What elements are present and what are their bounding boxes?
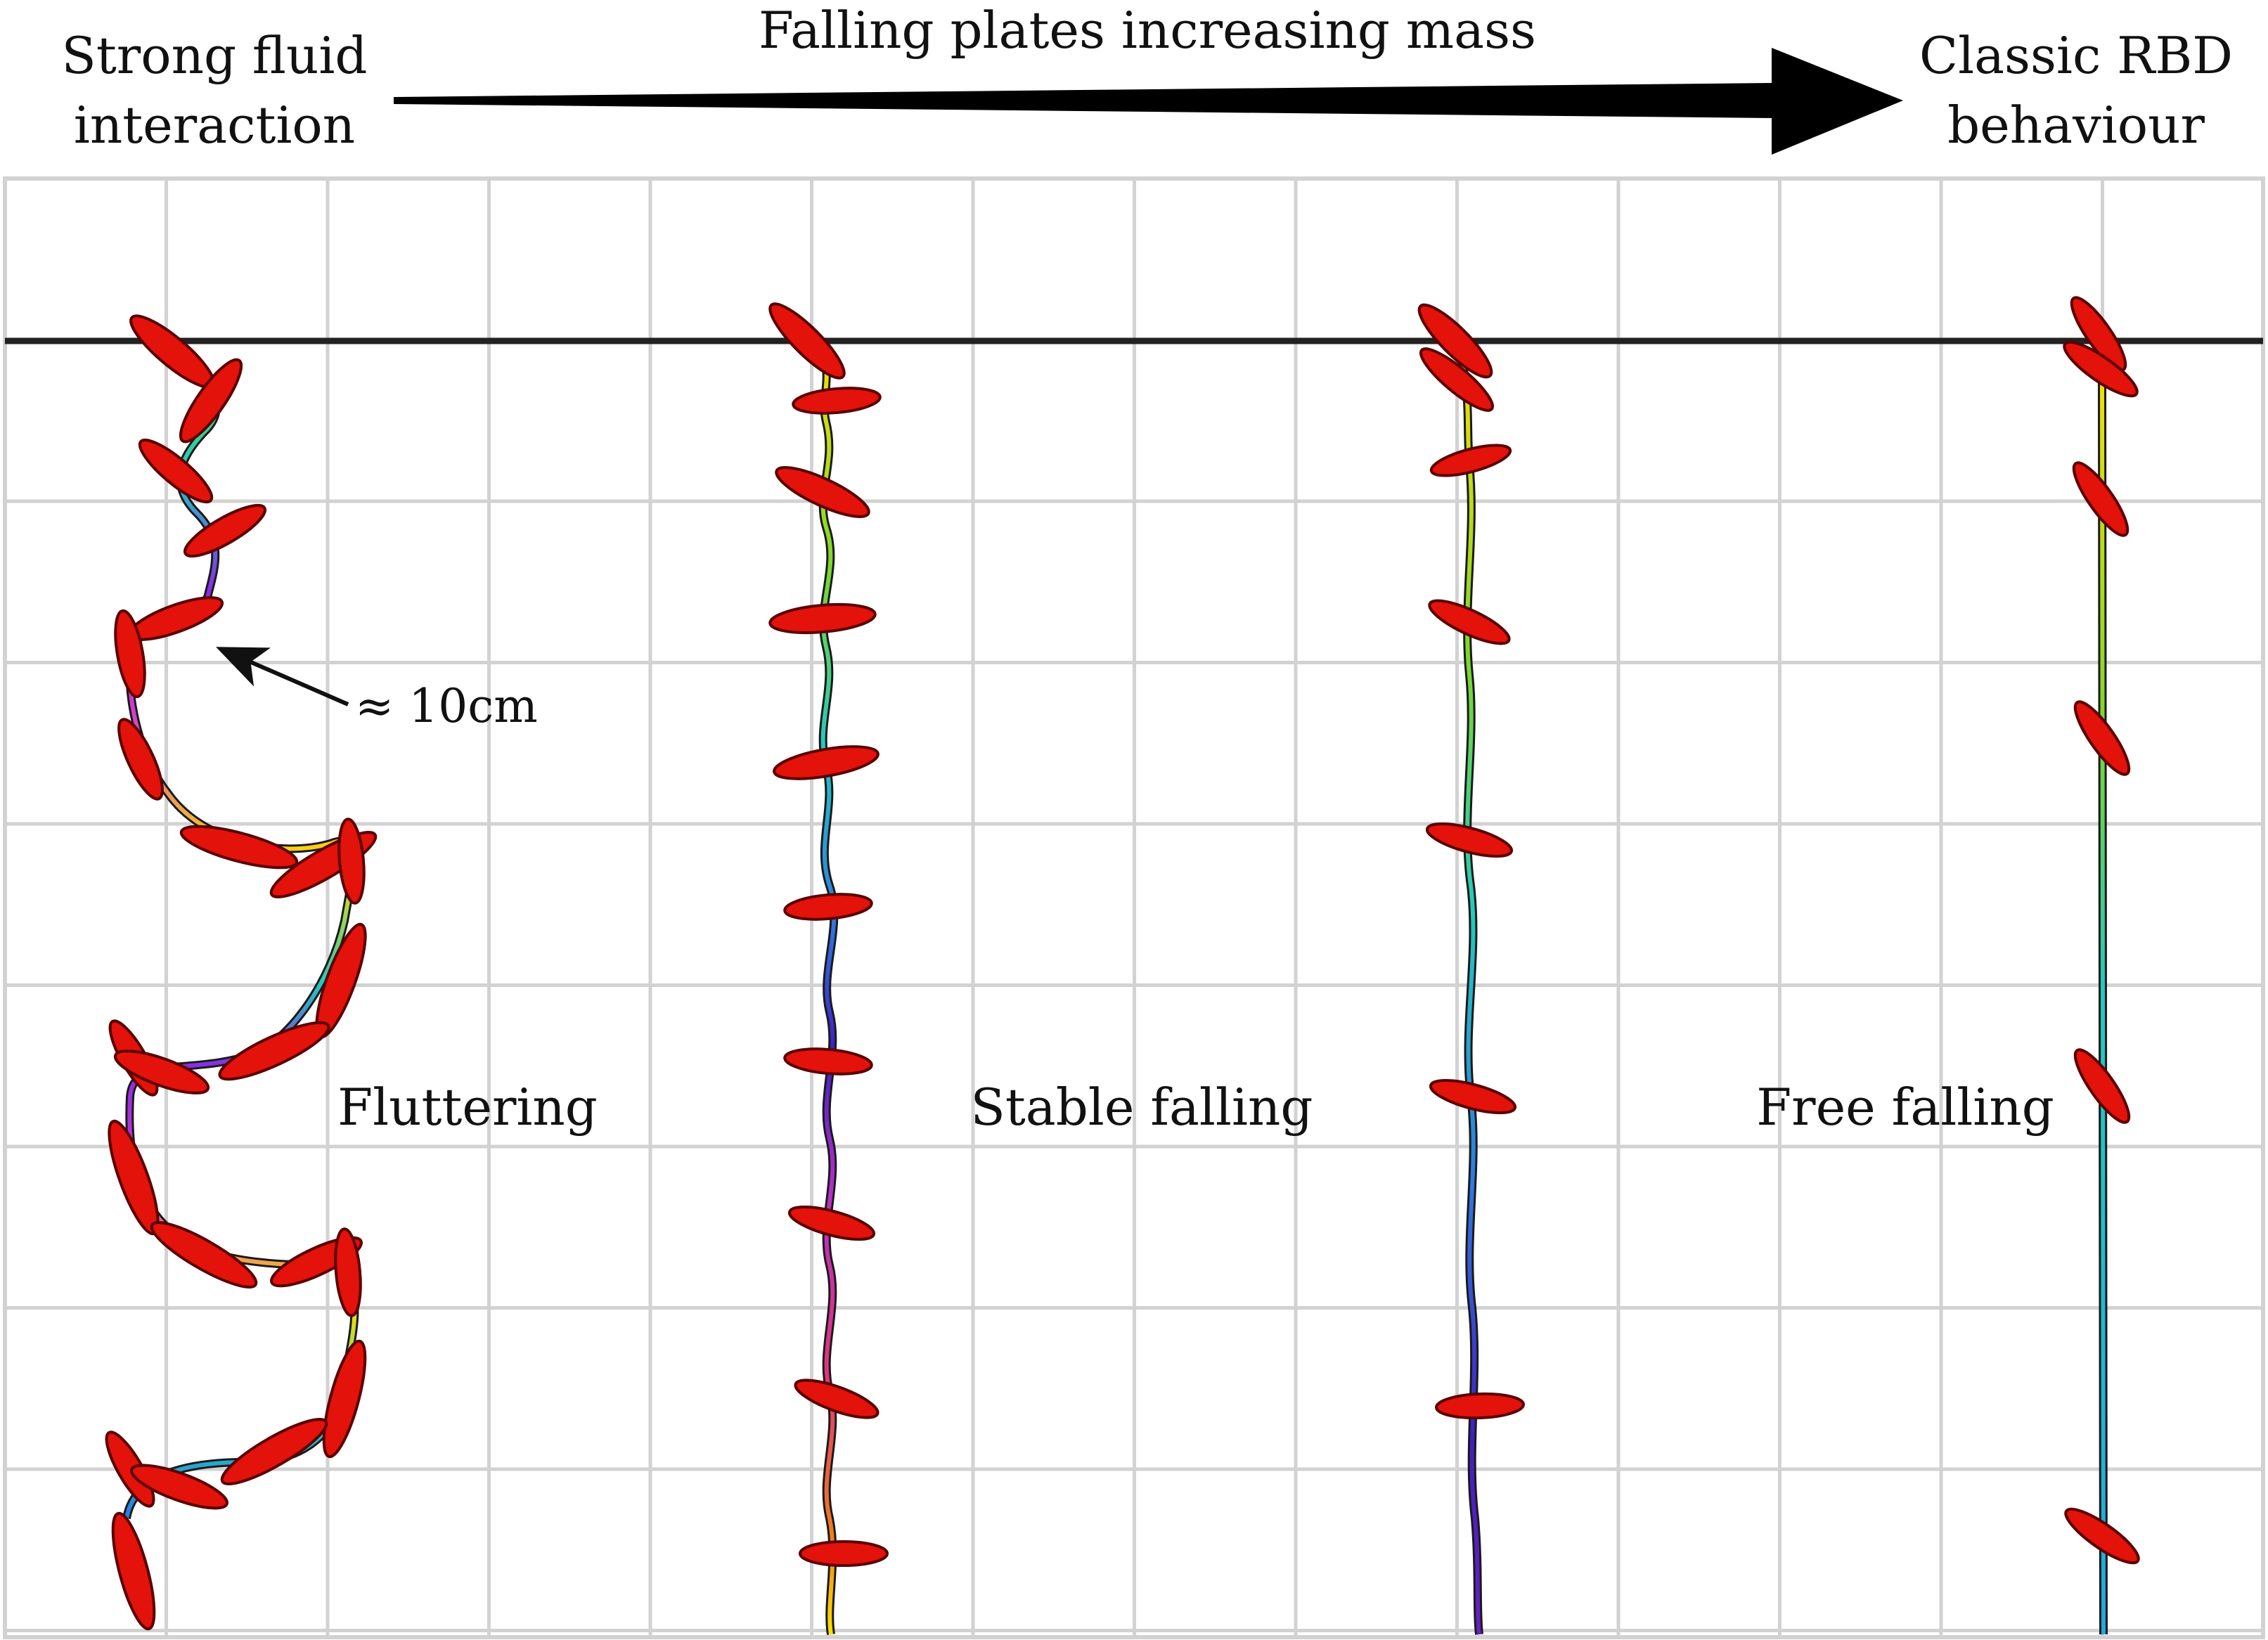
falling-plate (322, 1339, 367, 1459)
falling-plate (1417, 303, 1493, 379)
regime-labels: Fluttering Stable falling Free falling (337, 1078, 2054, 1137)
falling-plate (2072, 461, 2130, 537)
falling-plate (334, 1227, 362, 1317)
regime-label-free-falling: Free falling (1756, 1078, 2054, 1137)
falling-plate (792, 387, 882, 415)
falling-plate (179, 358, 243, 444)
stable-falling-heavy-trajectory-color (1450, 329, 1481, 1635)
falling-plate (1429, 444, 1512, 477)
falling-plate (337, 818, 366, 905)
falling-plate (179, 825, 299, 870)
falling-plate (1435, 1392, 1525, 1420)
right-label-line-1: Classic RBD (1919, 26, 2233, 85)
falling-plate (1428, 599, 1511, 645)
falling-plate (183, 503, 267, 558)
right-label-line-2: behaviour (1947, 96, 2205, 155)
falling-plate (783, 1047, 873, 1076)
fluttering-trajectory-color (124, 328, 357, 1519)
falling-plate (111, 1511, 156, 1631)
scale-arrow (215, 647, 349, 706)
header: Strong fluid interaction Falling plates … (62, 1, 2233, 155)
falling-plate (768, 302, 846, 380)
regime-label-stable-falling: Stable falling (971, 1078, 1313, 1137)
falling-plate (799, 1540, 889, 1567)
falling-plate (773, 745, 880, 780)
left-label-line-1: Strong fluid (62, 26, 368, 85)
falling-plate (787, 1206, 876, 1241)
falling-plate (1425, 822, 1514, 858)
falling-plate (113, 1050, 210, 1095)
falling-plate (1429, 1079, 1517, 1114)
falling-plate (138, 439, 214, 503)
falling-plate (2073, 1048, 2131, 1124)
falling-plate (768, 602, 877, 635)
falling-plate (775, 466, 870, 518)
falling-plate (220, 1418, 328, 1485)
regime-label-fluttering: Fluttering (337, 1078, 598, 1137)
trajectories (122, 327, 2108, 1635)
center-label: Falling plates increasing mass (759, 1, 1536, 60)
falling-plate (2064, 1507, 2140, 1565)
scale-label: ≈ 10cm (355, 679, 538, 733)
falling-plate (218, 1021, 330, 1081)
falling-plate (794, 1378, 880, 1419)
scale-annotation: ≈ 10cm (215, 647, 538, 733)
falling-plate (783, 893, 873, 921)
plates (105, 296, 2140, 1631)
falling-plate (2073, 700, 2131, 776)
falling-plate (130, 1464, 228, 1510)
falling-plate (150, 1221, 258, 1289)
falling-plate (117, 718, 164, 801)
falling-plate (1419, 347, 1494, 412)
falling-plate (114, 609, 146, 699)
falling-plate (2070, 296, 2127, 372)
falling-plate (105, 1431, 155, 1508)
mass-arrow (394, 48, 1903, 155)
falling-plate (2063, 340, 2139, 398)
left-label-line-2: interaction (74, 96, 355, 155)
